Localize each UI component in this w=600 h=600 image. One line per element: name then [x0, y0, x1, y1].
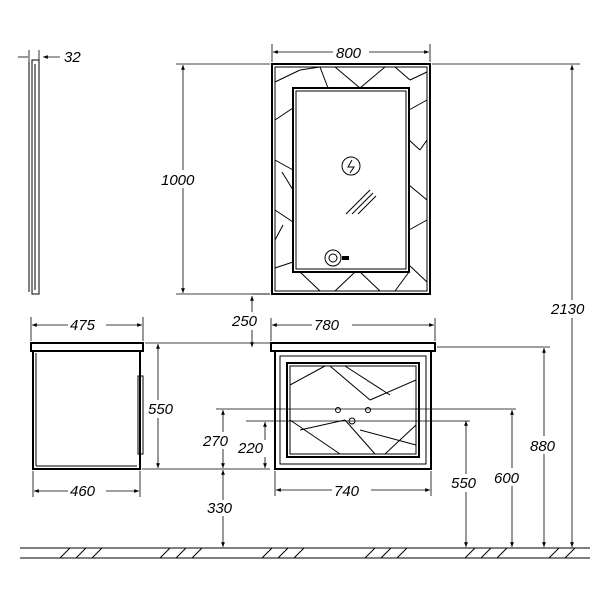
cabinet-top-height-label: 880 [530, 438, 556, 455]
cabinet-body-width-label: 740 [334, 483, 360, 500]
cabinet-depth-bottom-label: 460 [70, 483, 96, 500]
mirror-width-label: 800 [336, 45, 362, 62]
cabinet-top-width-dimension [270, 318, 436, 341]
drain-height-550-label: 550 [451, 475, 477, 492]
cabinet-door-pattern [289, 365, 417, 455]
cabinet-body-width-dimension [274, 471, 432, 496]
mirror-front-view [271, 63, 431, 295]
cabinet-depth-bottom-dimension [32, 471, 141, 497]
drain-height-600-label: 600 [494, 470, 520, 487]
cabinet-side-view [30, 342, 144, 470]
gap-dimension [250, 293, 270, 347]
cabinet-depth-top-label: 475 [70, 317, 96, 334]
cabinet-depth-top-dimension [30, 317, 144, 341]
mirror-depth-label: 32 [64, 49, 81, 66]
floor-hatching [59, 547, 576, 559]
mirror-height-label: 1000 [161, 172, 195, 189]
cabinet-top-width-label: 780 [314, 317, 340, 334]
pipe-height-270-label: 270 [202, 433, 229, 450]
cabinet-front-view [270, 342, 436, 470]
cabinet-height-label: 550 [148, 401, 174, 418]
power-symbol-icon [341, 156, 361, 176]
touch-switch-icon [324, 249, 349, 267]
mirror-side-view [28, 59, 40, 295]
mirror-frame-pattern [274, 66, 428, 292]
cabinet-drain-marks [335, 407, 371, 425]
mirror-depth-dimension [18, 50, 60, 62]
floor-clearance-label: 330 [207, 500, 233, 517]
total-height-label: 2130 [550, 301, 585, 318]
gap-label: 250 [231, 313, 258, 330]
floor [20, 547, 590, 559]
pipe-height-220-label: 220 [237, 440, 264, 457]
mirror-reflection-lines [345, 189, 377, 215]
